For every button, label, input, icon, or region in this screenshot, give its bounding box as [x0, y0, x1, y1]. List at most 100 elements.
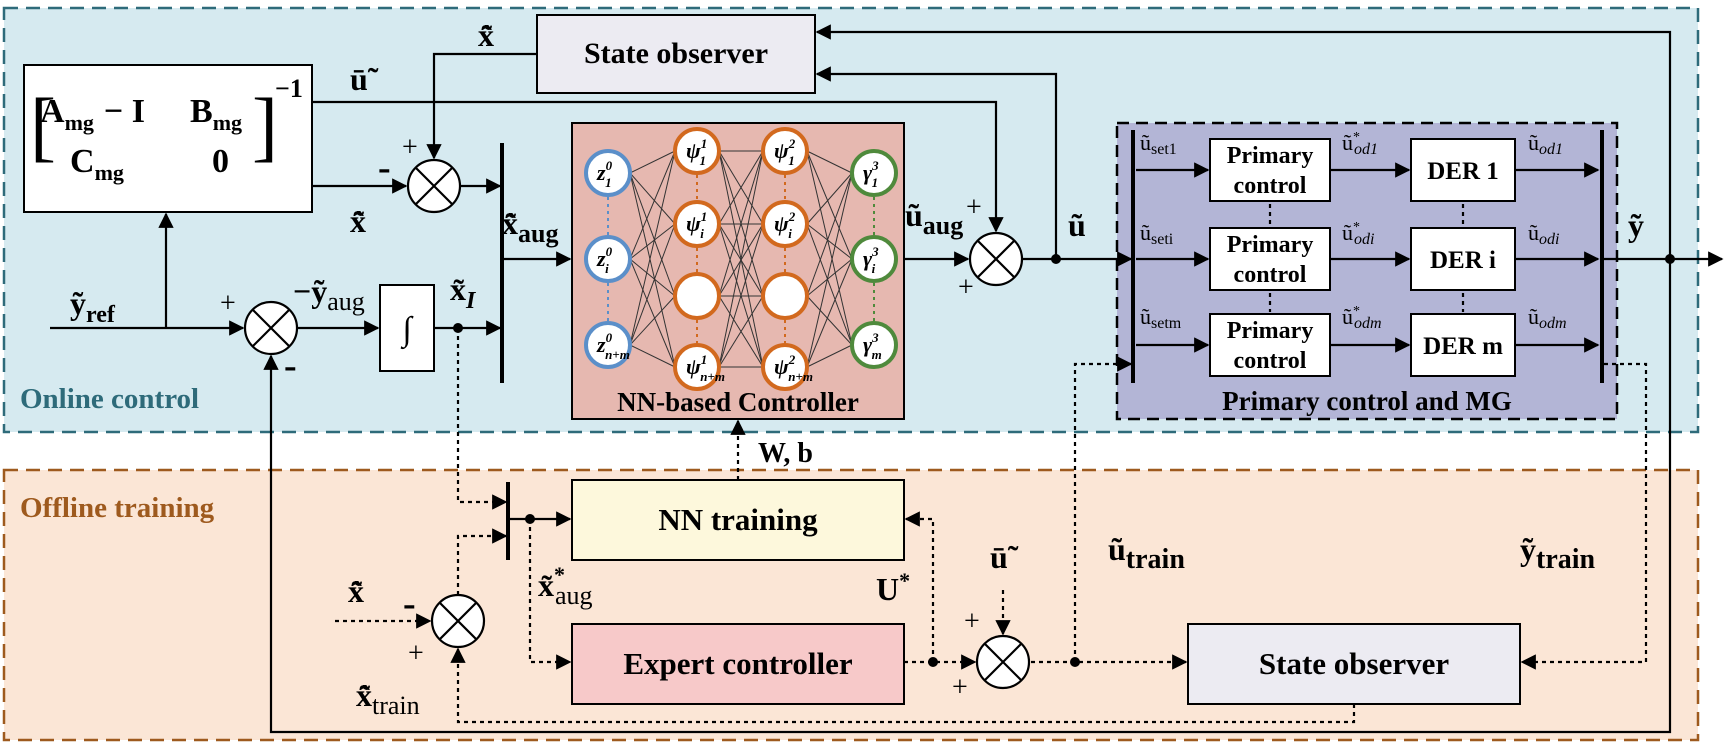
- sum-junction-reference: [243, 300, 299, 356]
- der-m: DER m: [1410, 313, 1516, 377]
- svg-text:ũseti: ũseti: [1140, 220, 1174, 248]
- label-y-ref: ỹref: [70, 285, 116, 328]
- label-x-aug-star: x̃*aug: [538, 562, 593, 610]
- junction-dot-expert-out: [928, 657, 938, 667]
- nn-link: [718, 295, 764, 368]
- matrix-a-mg: Amg− I: [40, 93, 145, 135]
- matrix-zero: 0: [212, 143, 229, 180]
- svg-text:-: -: [284, 345, 297, 387]
- label-y-aug: −ỹaug: [293, 273, 365, 316]
- nn-link: [629, 150, 676, 260]
- svg-text:ũodi: ũodi: [1528, 220, 1559, 248]
- matrix-right-bracket: ]: [252, 82, 278, 169]
- expert-controller-block: [571, 623, 905, 705]
- mg-dotted-separators: [1268, 204, 1465, 312]
- nn-link: [806, 258, 853, 368]
- state-observer-bottom-label: State observer: [1259, 646, 1449, 681]
- label-x-aug-hat: x̂̃aug: [502, 205, 558, 248]
- nn-link: [806, 172, 853, 368]
- label-x-hat-train: x̂̃train: [356, 677, 420, 720]
- primary-control-i: Primary control: [1209, 227, 1331, 291]
- nn-link: [629, 258, 676, 297]
- label-y-tilde: ỹ: [1628, 207, 1644, 243]
- mg-signal-labels: ũset1 ũseti ũsetm ũ*od1 ũ*odi ũ*odm ũod1…: [1140, 130, 1567, 332]
- integrator-block: [379, 284, 435, 372]
- svg-text:DER 1: DER 1: [1427, 158, 1499, 185]
- matrix-exponent: −1: [275, 74, 303, 103]
- nn-link: [806, 344, 853, 368]
- nn-link: [629, 223, 676, 260]
- svg-text:Primary: Primary: [1227, 232, 1314, 258]
- label-w-b: W, b: [758, 438, 813, 469]
- nn-link: [629, 344, 676, 368]
- nn-controller-caption: NN-based Controller: [617, 387, 859, 417]
- junction-dot-y: [1665, 254, 1675, 264]
- sum-junction-observer: [406, 158, 462, 214]
- integrator-symbol: ∫: [400, 311, 414, 350]
- svg-text:DER i: DER i: [1430, 247, 1496, 274]
- nn-link: [629, 295, 676, 346]
- svg-text:γ3m: γ3m: [863, 330, 882, 362]
- state-observer-bottom-block: [1187, 623, 1521, 705]
- svg-text:+: +: [952, 672, 968, 703]
- svg-text:+: +: [958, 272, 974, 303]
- svg-text:ũ*odi: ũ*odi: [1342, 220, 1374, 248]
- junction-signs: + - + - + + - + + +: [220, 132, 982, 703]
- svg-text:-: -: [403, 583, 416, 625]
- sum-junction-offline-state: [430, 593, 486, 649]
- svg-text:ũsetm: ũsetm: [1140, 304, 1182, 332]
- primary-control-1: Primary control: [1209, 138, 1331, 202]
- svg-text:ũod1: ũod1: [1528, 130, 1563, 158]
- svg-text:ψ1n+m: ψ1n+m: [686, 352, 725, 384]
- svg-text:+: +: [408, 638, 424, 669]
- svg-text:ψ2i: ψ2i: [774, 209, 796, 241]
- der-i: DER i: [1410, 227, 1516, 291]
- primary-control-mg-region: [1115, 121, 1619, 421]
- svg-text:+: +: [966, 192, 982, 223]
- svg-text:+: +: [402, 132, 418, 163]
- svg-text:z0n+m: z0n+m: [596, 330, 630, 362]
- svg-text:ũ*odm: ũ*odm: [1342, 304, 1382, 332]
- sum-junction-control: [968, 231, 1024, 287]
- junction-dot-offline-bar: [525, 514, 535, 524]
- svg-text:DER m: DER m: [1423, 333, 1503, 360]
- nn-neuron-hidden1-2: [673, 272, 721, 320]
- nn-link: [629, 223, 676, 346]
- nn-link: [629, 172, 676, 225]
- nn-training-label: NN training: [658, 502, 818, 537]
- nn-link: [806, 150, 853, 260]
- matrix-b-mg: Bmg: [190, 93, 242, 135]
- nn-link: [629, 258, 676, 368]
- der-1: DER 1: [1410, 138, 1516, 202]
- label-y-train: ỹtrain: [1520, 531, 1596, 575]
- nn-link: [718, 150, 764, 225]
- expert-controller-label: Expert controller: [623, 646, 853, 681]
- nn-link: [806, 295, 853, 346]
- svg-text:ψ11: ψ11: [686, 136, 707, 168]
- online-control-label: Online control: [20, 383, 199, 415]
- label-x-i: x̃I: [450, 271, 477, 314]
- svg-text:z01: z01: [596, 158, 613, 190]
- svg-text:control: control: [1234, 262, 1307, 288]
- svg-text:ũ*od1: ũ*od1: [1342, 130, 1378, 158]
- nn-link: [806, 223, 853, 346]
- svg-text:ψ1i: ψ1i: [686, 209, 707, 241]
- svg-text:ψ2n+m: ψ2n+m: [774, 352, 813, 384]
- nn-link: [629, 172, 676, 368]
- svg-text:ψ21: ψ21: [774, 136, 796, 168]
- state-observer-top-label: State observer: [584, 37, 768, 70]
- nn-link: [806, 172, 853, 225]
- nn-connection-lines: [629, 150, 853, 368]
- nn-link: [629, 172, 676, 297]
- label-u-star: U*: [876, 568, 910, 607]
